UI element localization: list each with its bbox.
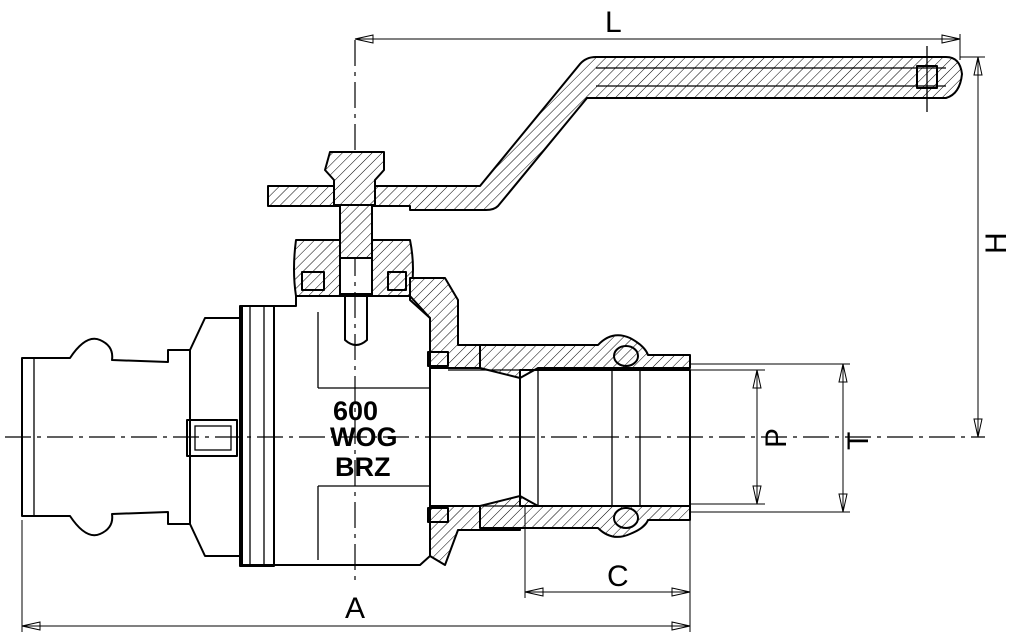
gland-packing-left bbox=[301, 271, 325, 291]
dim-t-arrow-top bbox=[838, 363, 848, 383]
left-union bbox=[21, 305, 275, 567]
stem-top-cap bbox=[324, 151, 385, 206]
dim-a-arrow-left bbox=[21, 621, 41, 631]
dim-h-arrow-top bbox=[973, 56, 983, 76]
dim-l-arrow-left bbox=[354, 34, 374, 44]
packing-nut-left bbox=[293, 239, 341, 297]
body-neck-right bbox=[409, 277, 481, 369]
dim-label-l: L bbox=[605, 6, 622, 39]
dimension-p: P bbox=[690, 369, 793, 505]
dimension-c: C bbox=[524, 506, 691, 598]
dim-c-arrow-right bbox=[671, 587, 691, 597]
dimension-t: T bbox=[690, 363, 875, 513]
dim-t-arrow-bottom bbox=[838, 493, 848, 513]
gland-packing-right bbox=[387, 271, 407, 291]
dim-label-a: A bbox=[345, 592, 365, 625]
dimension-a: A bbox=[21, 520, 691, 632]
dim-h-arrow-bottom bbox=[973, 418, 983, 438]
dim-l-arrow-right bbox=[941, 34, 961, 44]
dim-c-arrow-left bbox=[524, 587, 544, 597]
stem-shaft bbox=[339, 204, 373, 259]
body-marking-brz: BRZ bbox=[335, 452, 391, 482]
lever-body bbox=[267, 56, 963, 211]
body-marking-600: 600 bbox=[333, 396, 378, 426]
oring-top bbox=[613, 345, 639, 367]
press-end-right-upper bbox=[479, 334, 691, 379]
press-end-right-bore bbox=[519, 369, 691, 507]
dim-label-p: P bbox=[760, 428, 793, 448]
centerlines bbox=[5, 40, 985, 585]
stem-tang bbox=[344, 293, 368, 346]
dim-p-arrow-top bbox=[752, 369, 762, 389]
union-nut-window bbox=[186, 419, 238, 457]
dim-p-arrow-bottom bbox=[752, 485, 762, 505]
right-press-end bbox=[448, 334, 691, 538]
dimension-l: L bbox=[354, 6, 961, 60]
oring-bottom bbox=[613, 507, 639, 529]
seat-ring-upper bbox=[427, 351, 449, 367]
union-flange bbox=[239, 305, 275, 567]
body-marking-wog: WOG bbox=[330, 422, 398, 452]
press-end-left bbox=[21, 337, 191, 537]
dimension-h: H bbox=[960, 56, 1013, 438]
dim-label-h: H bbox=[980, 232, 1013, 254]
handle-lever bbox=[267, 46, 963, 211]
dim-label-t: T bbox=[842, 432, 875, 450]
valve-body: 600 WOG BRZ bbox=[241, 277, 521, 566]
stem-lower bbox=[339, 257, 373, 295]
dim-label-c: C bbox=[607, 560, 629, 593]
union-nut-window-inner bbox=[194, 425, 232, 451]
stem-assembly bbox=[293, 151, 414, 346]
dim-a-arrow-right bbox=[671, 621, 691, 631]
seat-ring-lower bbox=[427, 507, 449, 523]
